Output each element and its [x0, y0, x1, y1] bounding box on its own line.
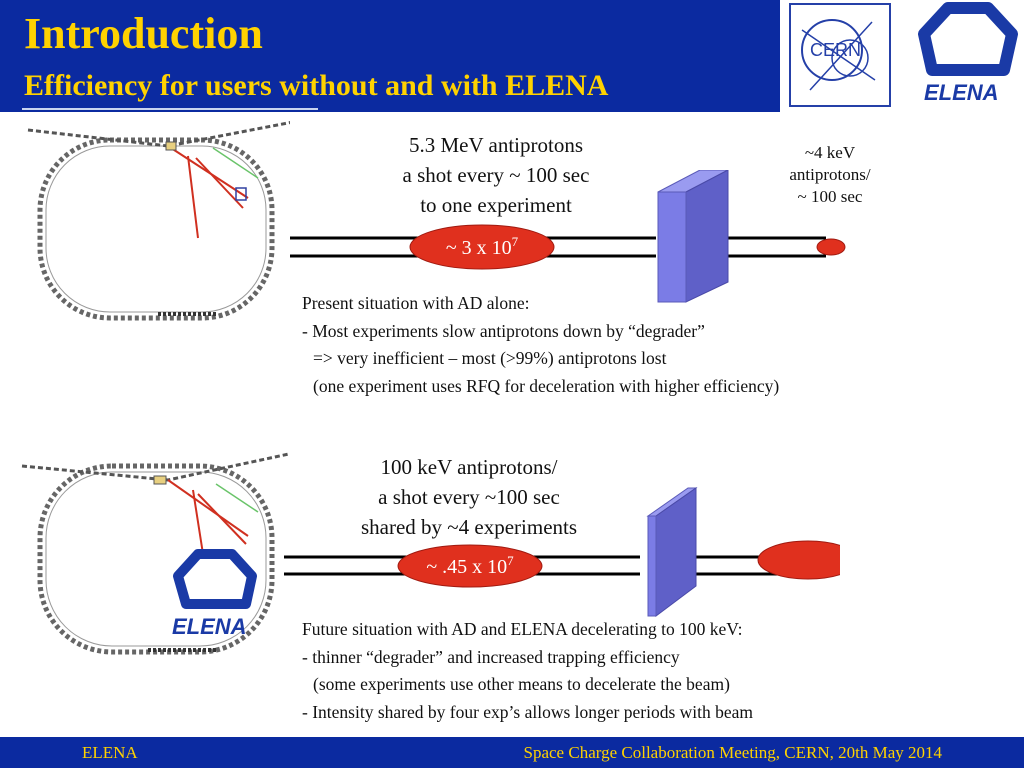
thin-degrader-block [646, 487, 698, 617]
top-beam-label: ~ 3 x 107 [446, 234, 519, 259]
slide-subtitle: Efficiency for users without and with EL… [24, 69, 609, 102]
ad-elena-ring-diagram: ELENA [21, 452, 290, 655]
bottom-beam-diagram: ~ .45 x 107 [284, 487, 840, 617]
footer-right: Space Charge Collaboration Meeting, CERN… [523, 743, 942, 762]
ad-ring-diagram [27, 121, 290, 321]
svg-text:CERN: CERN [810, 40, 861, 60]
bottom-beam-label: ~ .45 x 107 [426, 553, 514, 578]
elena-ring-logo: ELENA [172, 549, 257, 639]
slide-title: Introduction [24, 9, 263, 58]
top-caption: 5.3 MeV antiprotons a shot every ~ 100 s… [402, 133, 590, 217]
top-beam-diagram: ~ 3 x 107 [290, 170, 846, 303]
svg-text:ELENA: ELENA [172, 614, 247, 639]
top-description: Present situation with AD alone: - Most … [302, 293, 780, 396]
bottom-beam-pill [397, 544, 543, 588]
logo-panel: CERN [780, 0, 1024, 112]
bottom-exit-beam [757, 540, 840, 580]
top-beam-pill [409, 224, 555, 270]
degrader-block [657, 170, 729, 303]
header-bar: Introduction Efficiency for users withou… [0, 0, 1024, 112]
footer-bar: ELENA Space Charge Collaboration Meeting… [0, 737, 1024, 768]
bottom-description: Future situation with AD and ELENA decel… [302, 619, 754, 722]
top-right-note: ~4 keV antiprotons/ ~ 100 sec [789, 143, 871, 206]
top-exit-beam [816, 238, 846, 256]
elena-logo: ELENA [918, 2, 1018, 105]
footer-left: ELENA [82, 743, 138, 762]
header-underline [22, 108, 318, 110]
svg-text:ELENA: ELENA [924, 80, 999, 105]
cern-logo: CERN [789, 3, 891, 107]
bottom-caption: 100 keV antiprotons/ a shot every ~100 s… [360, 455, 578, 539]
